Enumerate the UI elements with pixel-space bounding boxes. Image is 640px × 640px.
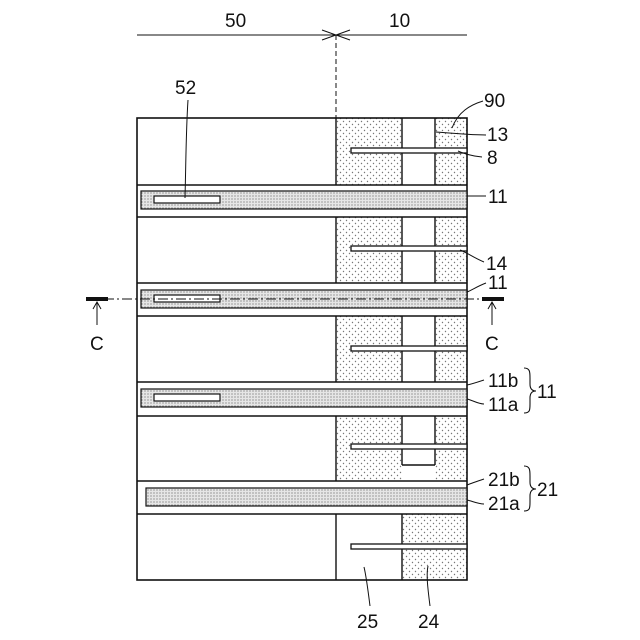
ref-8-label: 8: [487, 148, 498, 169]
ref-24-label: 24: [418, 612, 440, 633]
ref-21b-label: 21b: [488, 470, 520, 491]
region-10-label: 10: [389, 11, 410, 32]
region-50-label: 50: [225, 11, 246, 32]
ref-21a-label: 21a: [488, 494, 520, 515]
section-c-left-label: C: [90, 334, 104, 355]
ref-11-top-label: 11: [488, 187, 508, 208]
ref-11-group-label: 11: [537, 382, 557, 403]
band-21: [146, 488, 467, 506]
braces: [524, 368, 536, 511]
ref-11-mid-label: 11: [488, 273, 508, 294]
ref-13-label: 13: [487, 125, 508, 146]
dimension-line: [137, 30, 467, 118]
ref-90-label: 90: [484, 91, 505, 112]
ref-14-label: 14: [486, 254, 508, 275]
ref-25-label: 25: [357, 612, 378, 633]
ref-52-label: 52: [175, 78, 196, 99]
ref-11a-label: 11a: [488, 395, 519, 416]
section-c-right-label: C: [485, 334, 499, 355]
ref-21-group-label: 21: [537, 480, 558, 501]
ref-11b-label: 11b: [488, 371, 518, 392]
